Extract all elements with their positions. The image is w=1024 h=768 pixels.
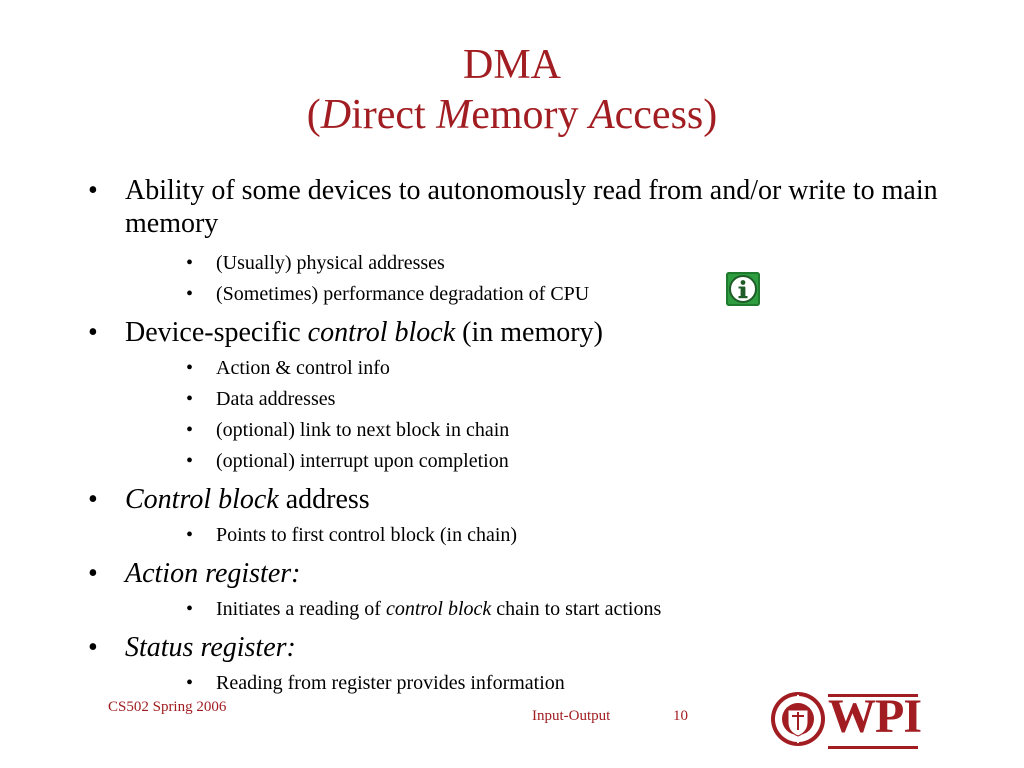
sub-bullet-marker: •	[186, 252, 194, 274]
title-line-2: (Direct Memory Access)	[0, 90, 1024, 140]
bullet-item: • Control block address	[88, 483, 968, 516]
bullet-text-emphasis: Action register:	[125, 558, 301, 589]
sub-bullet-item: • (optional) interrupt upon completion	[88, 446, 968, 477]
wpi-logo: WPI	[770, 688, 922, 754]
sub-bullet-text-emphasis: control block	[385, 598, 492, 620]
footer-course: CS502 Spring 2006	[108, 699, 227, 715]
sub-bullet-text: (optional) interrupt upon completion	[216, 450, 509, 472]
bullet-marker: •	[88, 558, 98, 589]
bullet-text-emphasis: Status register:	[125, 632, 296, 663]
slide-title: DMA (Direct Memory Access)	[0, 40, 1024, 140]
bullet-text: Ability of some devices to autonomously …	[125, 175, 938, 239]
info-icon-glyph	[729, 275, 757, 303]
sub-bullet-text: Data addresses	[216, 388, 336, 410]
bullet-item: • Device-specific control block (in memo…	[88, 316, 968, 349]
logo-rule-bottom	[828, 746, 918, 749]
sub-bullet-text-pre: Initiates a reading of	[216, 598, 386, 620]
title-word-access: ccess	[614, 92, 704, 138]
sub-bullet-item: • (Usually) physical addresses	[88, 248, 968, 279]
sub-bullet-text: Reading from register provides informati…	[216, 672, 565, 694]
bullet-marker: •	[88, 484, 98, 515]
title-word-memory: emory	[471, 92, 589, 138]
footer-topic: Input-Output	[532, 708, 611, 724]
logo-text: WPI	[828, 690, 922, 743]
title-paren-open: (	[306, 92, 321, 138]
sub-bullet-item: • Action & control info	[88, 353, 968, 384]
footer-page-number: 10	[673, 708, 688, 724]
sub-bullet-marker: •	[186, 388, 194, 410]
sub-bullet-text: (optional) link to next block in chain	[216, 419, 510, 441]
bullet-text-post: address	[278, 484, 370, 515]
sub-bullet-marker: •	[186, 598, 194, 620]
sub-bullet-marker: •	[186, 672, 194, 694]
sub-bullet-text-post: chain to start actions	[491, 598, 662, 620]
wpi-seal-icon	[771, 692, 825, 746]
sub-bullet-marker: •	[186, 283, 194, 305]
sub-bullet-item: • (optional) link to next block in chain	[88, 415, 968, 446]
title-letter-a: A	[588, 92, 615, 138]
sub-bullet-item: • Reading from register provides informa…	[88, 668, 968, 699]
sub-bullet-text: Points to first control block (in chain)	[216, 524, 518, 546]
bullet-item: • Action register:	[88, 557, 968, 590]
sub-bullet-item: • Points to first control block (in chai…	[88, 520, 968, 551]
sub-bullet-text: Action & control info	[216, 357, 390, 379]
bullet-marker: •	[88, 175, 98, 206]
sub-bullet-marker: •	[186, 419, 194, 441]
title-paren-close: )	[703, 92, 718, 138]
logo-rule-top	[828, 694, 918, 697]
bullet-item: • Ability of some devices to autonomousl…	[88, 174, 968, 240]
sub-bullet-text: (Usually) physical addresses	[216, 252, 445, 274]
title-line-1: DMA	[462, 42, 561, 88]
bullet-text-pre: Device-specific	[125, 317, 308, 348]
info-icon[interactable]	[726, 272, 760, 306]
sub-bullet-item: • Initiates a reading of control block c…	[88, 594, 968, 625]
title-letter-d: D	[320, 92, 352, 138]
bullet-text-emphasis: control block	[307, 317, 456, 348]
bullet-list: • Ability of some devices to autonomousl…	[88, 174, 968, 699]
bullet-marker: •	[88, 317, 98, 348]
sub-bullet-marker: •	[186, 450, 194, 472]
title-letter-m: M	[436, 92, 472, 138]
sub-bullet-marker: •	[186, 357, 194, 379]
sub-bullet-item: • Data addresses	[88, 384, 968, 415]
bullet-marker: •	[88, 632, 98, 663]
bullet-text-emphasis: Control block	[125, 484, 279, 515]
sub-bullet-marker: •	[186, 524, 194, 546]
sub-bullet-text: (Sometimes) performance degradation of C…	[216, 283, 590, 305]
sub-bullet-item: • (Sometimes) performance degradation of…	[88, 279, 968, 310]
title-word-direct: irect	[351, 92, 437, 138]
bullet-text-post: (in memory)	[455, 317, 603, 348]
bullet-item: • Status register:	[88, 631, 968, 664]
